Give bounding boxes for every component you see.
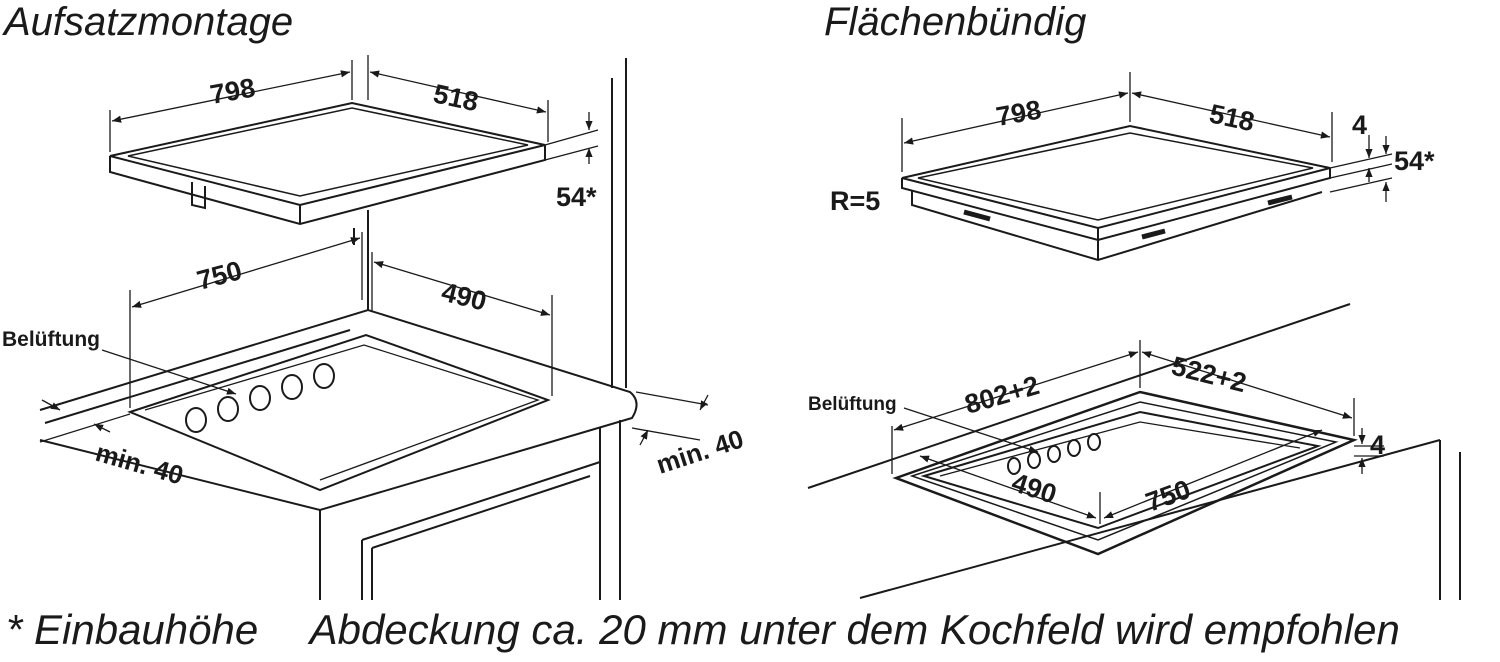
left-cutout-dimensions	[39, 232, 709, 446]
right-title: Flächenbündig	[824, 0, 1087, 44]
left-min-front-label: min. 40	[92, 437, 186, 491]
right-cut-width-label: 750	[1142, 474, 1195, 518]
right-countertop	[807, 303, 1461, 600]
footer-note: * Einbauhöhe Abdeckung ca. 20 mm unter d…	[6, 606, 1400, 654]
left-cut-width-label: 750	[194, 255, 245, 296]
vent-hole	[185, 407, 207, 433]
left-min-side-label: min. 40	[653, 423, 747, 479]
vent-hole	[249, 385, 271, 411]
vent-hole	[1087, 433, 1101, 451]
left-title: Aufsatzmontage	[4, 0, 294, 44]
right-hob-height-label: 54*	[1394, 146, 1435, 176]
right-hob-depth-label: 518	[1207, 99, 1257, 138]
left-vents	[185, 363, 335, 433]
left-vent-label: Belüftung	[2, 328, 100, 351]
right-hob-width-label: 798	[994, 95, 1044, 132]
vent-hole	[217, 396, 239, 422]
left-hob-height-label: 54*	[556, 182, 597, 212]
left-hob-depth-label: 518	[431, 79, 481, 118]
left-hob-width-label: 798	[208, 73, 258, 110]
left-hob-dimensions	[109, 55, 599, 164]
right-vent-label: Belüftung	[808, 394, 897, 415]
footer-asterisk-note: * Einbauhöhe	[6, 606, 259, 653]
right-cutout-dimensions	[891, 340, 1384, 524]
right-rebate-depth-label: 522+2	[1169, 351, 1250, 398]
right-rebate-label: 4	[1352, 110, 1367, 140]
footer-recommendation: Abdeckung ca. 20 mm unter dem Kochfeld w…	[309, 606, 1400, 653]
right-hob-dimensions	[901, 72, 1393, 202]
right-radius-label: R=5	[830, 186, 880, 216]
right-hob	[901, 124, 1331, 262]
vent-hole	[281, 374, 303, 400]
left-cabinet	[39, 58, 638, 600]
left-cut-depth-label: 490	[439, 277, 490, 317]
left-hob	[109, 101, 546, 226]
vent-hole	[1027, 451, 1041, 469]
vent-hole	[1067, 439, 1081, 457]
right-rebate-step-label: 4	[1370, 430, 1385, 460]
vent-hole	[1047, 445, 1061, 463]
vent-hole	[313, 363, 335, 389]
